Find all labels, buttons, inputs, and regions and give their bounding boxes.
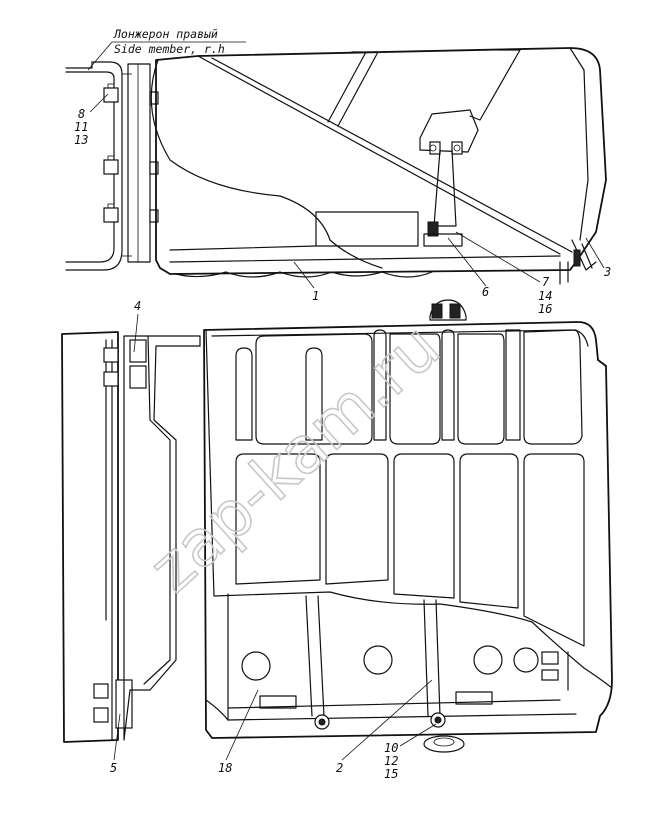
hold-down-straps — [305, 595, 446, 730]
bolt-group-bottom-upper — [103, 339, 147, 389]
callout-labels: 8 11 13 3 7 14 16 6 1 4 5 18 2 10 12 15 — [74, 93, 611, 781]
callout-11: 11 — [74, 120, 88, 134]
side-member-lower — [61, 331, 119, 743]
callout-12: 12 — [384, 754, 398, 768]
cover-grid — [235, 329, 585, 647]
callout-6: 6 — [482, 285, 489, 299]
top-view — [65, 47, 607, 285]
callout-3: 3 — [603, 265, 611, 279]
callout-7: 7 — [542, 275, 550, 289]
callout-16: 16 — [538, 302, 552, 316]
title-ru: Лонжерон правый — [113, 27, 218, 41]
watermark: zap-kam.ru — [136, 310, 454, 607]
bottom-view — [61, 299, 613, 753]
battery-box-lower — [203, 321, 613, 739]
callout-13: 13 — [74, 133, 88, 147]
callout-4: 4 — [134, 299, 141, 313]
title-en: Side member, r.h — [114, 42, 225, 56]
callout-18: 18 — [218, 761, 232, 775]
header-callout: Лонжерон правый Side member, r.h — [87, 27, 246, 71]
callout-2: 2 — [336, 761, 343, 775]
callout-14: 14 — [538, 289, 552, 303]
bolt-group-top — [103, 83, 119, 223]
callout-8: 8 — [78, 107, 85, 121]
callout-15: 15 — [384, 767, 398, 781]
top-clamp — [429, 299, 467, 321]
hold-down-bracket — [419, 109, 479, 247]
battery-box-outline — [155, 47, 607, 275]
callout-10: 10 — [384, 741, 398, 755]
callout-5: 5 — [110, 761, 117, 775]
callout-1: 1 — [312, 289, 319, 303]
batteries — [205, 593, 577, 721]
